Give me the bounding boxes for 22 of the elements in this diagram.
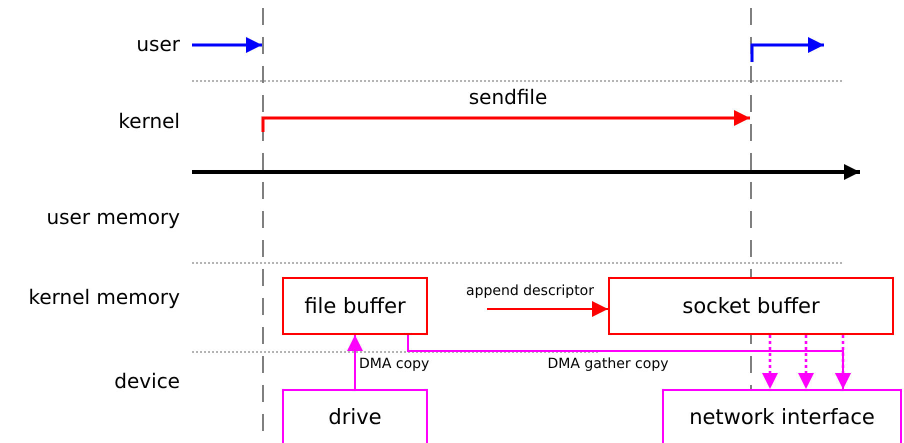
node-label: drive — [328, 405, 382, 429]
dotted-arrow — [798, 335, 814, 389]
edge-label: append descriptor — [465, 283, 595, 299]
dotted-arrow — [762, 335, 778, 389]
lane-label: kernel — [118, 109, 180, 133]
arrow — [347, 335, 363, 389]
call-label: sendfile — [468, 85, 548, 109]
buffer-box — [282, 277, 428, 335]
buffer-box — [282, 389, 428, 443]
lane-label: user — [136, 32, 180, 56]
node-label: network interface — [689, 405, 875, 429]
buffer-box — [608, 277, 894, 335]
lane-label: kernel memory — [28, 285, 180, 309]
buffer-box — [662, 389, 902, 443]
dotted-arrow — [835, 335, 851, 389]
lane-label: device — [114, 369, 180, 393]
arrow — [487, 301, 608, 317]
node-label: socket buffer — [682, 294, 820, 318]
edge-label: DMA gather copy — [546, 356, 670, 372]
lane-label: user memory — [46, 205, 180, 229]
edge-label: DMA copy — [358, 356, 430, 372]
node-label: file buffer — [304, 294, 406, 318]
